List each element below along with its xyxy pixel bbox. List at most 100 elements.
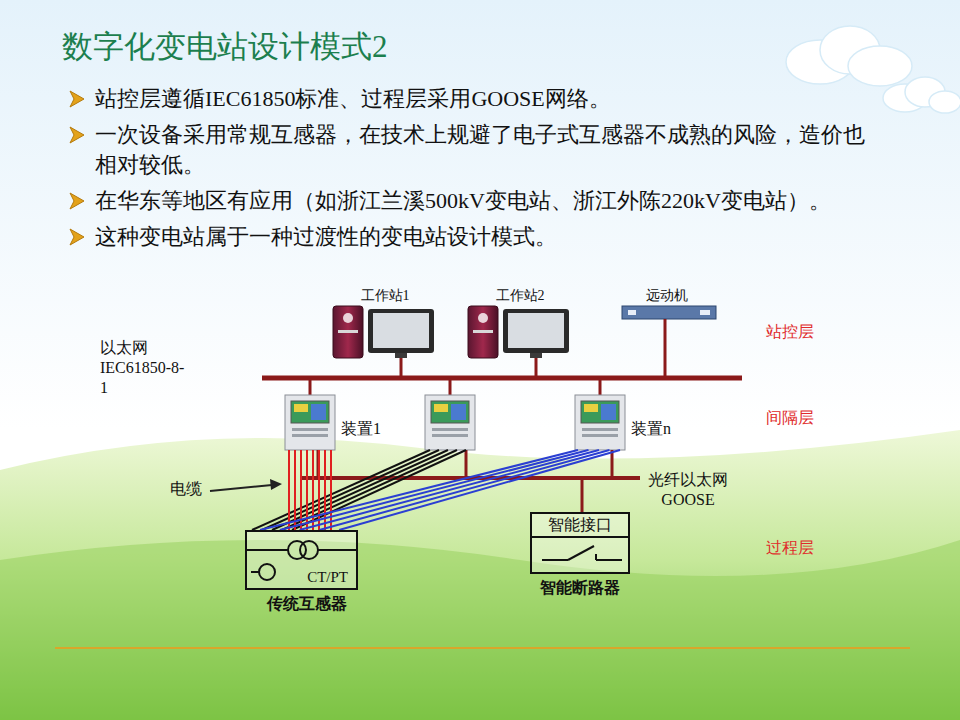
protection-device-icon: [434, 404, 448, 412]
protection-device-icon: [575, 395, 625, 450]
workstation-icon: [478, 313, 488, 323]
grass-hills: [0, 430, 960, 720]
node-label: 工作站2: [460, 288, 580, 304]
cable-line: [318, 450, 320, 530]
leader-arrow: [210, 485, 272, 491]
cable-line: [294, 450, 296, 530]
bullet-text: 这种变电站属于一种过渡性的变电站设计模式。: [95, 222, 885, 252]
protection-device-icon: [311, 404, 326, 420]
protection-device-icon: [292, 428, 328, 431]
goose-bus: [581, 478, 584, 512]
protection-device-icon: [432, 428, 468, 431]
footer-rule: [55, 647, 910, 649]
telecontrol-rack: [622, 306, 716, 319]
workstation-icon: [530, 353, 542, 358]
protection-device-icon: [425, 395, 475, 450]
transformer-coil: [300, 541, 318, 559]
protection-device-icon: [601, 404, 616, 420]
station-bus: [535, 358, 538, 378]
bay-device-node: 装置1: [285, 395, 335, 450]
protection-device-icon: [425, 395, 475, 450]
cable-line: [288, 450, 290, 530]
grass-hills: [0, 430, 960, 720]
node-label: 远动机: [612, 288, 722, 304]
bullet-arrow: [70, 229, 84, 245]
station-bus: [449, 378, 452, 395]
bullet-markers: [70, 91, 84, 245]
protection-device-icon: [285, 395, 335, 450]
layer-label: 站控层: [766, 322, 814, 342]
protection-device-icon: [582, 428, 618, 431]
sky-ground: [0, 0, 960, 430]
workstation-icon: [333, 306, 434, 358]
sky-ground: [0, 0, 960, 430]
workstation-icon: [333, 306, 363, 358]
protection-device-icon: [581, 401, 619, 423]
protection-device-icon: [575, 395, 625, 450]
cable-line: [312, 450, 314, 530]
signal-cable: [262, 450, 439, 530]
switch-blade: [568, 546, 594, 560]
station-bus: [309, 378, 312, 395]
ct-coil: [259, 564, 275, 580]
node-label: 工作站1: [325, 288, 445, 304]
station-bus: [400, 358, 403, 378]
workstation-icon: [468, 306, 498, 358]
protection-device-icon: [432, 434, 468, 437]
protection-device-icon: [431, 401, 469, 423]
workstation-node: 工作站2: [460, 288, 580, 362]
annotation-label: 光纤以太网 GOOSE: [645, 470, 731, 510]
protection-device-icon: [582, 434, 618, 437]
wire: [318, 549, 356, 551]
annotation-label: 以太网 IEC61850-8-1: [100, 338, 192, 398]
annotation-label: 电缆: [170, 479, 202, 499]
breaker-switch-symbol: [532, 536, 628, 572]
protection-device-icon: [451, 404, 466, 420]
slide-title: 数字化变电站设计模式2: [62, 26, 388, 68]
workstation-icon: [503, 309, 569, 353]
cloud: [929, 91, 960, 113]
wire: [251, 571, 259, 573]
workstation-icon: [338, 330, 358, 333]
bullet-text: 在华东等地区有应用（如浙江兰溪500kV变电站、浙江外陈220kV变电站）。: [95, 186, 885, 216]
bullet-text: 一次设备采用常规互感器，在技术上规避了电子式互感器不成熟的风险，造价也相对较低。: [95, 120, 885, 180]
goose-bus: [465, 450, 468, 478]
layer-label: 间隔层: [766, 408, 814, 428]
workstation-node: 工作站1: [325, 288, 445, 362]
contact: [595, 554, 597, 560]
protection-device-icon: [291, 401, 329, 423]
grass-hills: [0, 540, 960, 720]
cable-line: [330, 450, 332, 530]
bullet-arrow: [70, 91, 84, 107]
cable-line: [300, 450, 302, 530]
protection-device-icon: [285, 395, 335, 450]
bay-device-node: 装置n: [575, 395, 625, 450]
bullet-arrow: [70, 127, 84, 143]
workstation-node: 远动机: [612, 288, 722, 322]
station-bus: [262, 319, 742, 395]
transformer-box: CT/PT传统互感器: [245, 530, 358, 590]
cloud: [848, 46, 912, 86]
workstation-icon: [473, 330, 493, 333]
bullet-text: 站控层遵循IEC61850标准、过程层采用GOOSE网络。: [95, 84, 885, 114]
goose-bus: [611, 450, 614, 478]
cloud: [786, 26, 960, 113]
breaker-box: 智能接口智能断路器: [530, 512, 630, 574]
wire: [596, 559, 622, 561]
station-bus: [262, 376, 742, 381]
bullet-arrow: [70, 193, 84, 209]
node-label: CT/PT: [307, 567, 348, 587]
node-caption: 智能断路器: [540, 578, 620, 598]
workstation-icon: [395, 353, 407, 358]
workstation-icon: [343, 313, 353, 323]
layer-label: 过程层: [766, 538, 814, 558]
device-label: 装置n: [631, 419, 671, 439]
telecontrol-rack: [628, 310, 636, 315]
telecontrol-rack: [622, 306, 716, 319]
workstation-icon: [373, 313, 429, 348]
leader-arrow: [270, 479, 282, 490]
node-label: 智能接口: [532, 514, 628, 538]
protection-device-icon: [292, 434, 328, 437]
wire: [247, 549, 288, 551]
node-caption: 传统互感器: [267, 594, 347, 614]
